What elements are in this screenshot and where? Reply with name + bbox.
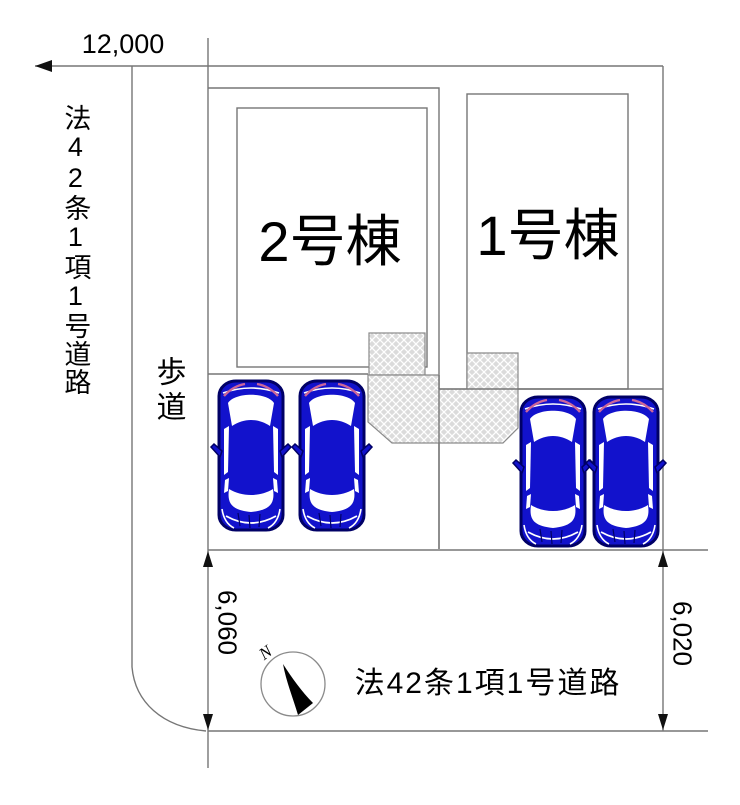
car-icon — [209, 379, 293, 532]
compass-needle-icon — [283, 664, 313, 715]
building-2-label: 2号棟 — [258, 210, 402, 273]
building-2-outline — [236, 107, 428, 368]
left-road-label: 法42条1項1号道路 — [60, 104, 91, 396]
porch-2-hatch-area — [368, 332, 426, 376]
compass — [260, 651, 326, 717]
top-dimension-label: 12,000 — [81, 29, 165, 59]
car-icon — [290, 379, 374, 532]
sidewalk-label: 歩道 — [151, 356, 185, 426]
dimension-arrows — [203, 551, 668, 730]
dimension-arrow-left-icon — [35, 60, 52, 72]
building-1-label: 1号棟 — [476, 204, 620, 267]
right-depth-dimension-label: 6,020 — [667, 600, 698, 667]
left-depth-dimension-label: 6,060 — [212, 589, 243, 656]
road-left-edge-line — [131, 66, 207, 732]
car-icon — [584, 395, 668, 548]
car-icon — [511, 395, 595, 548]
building-1-outline — [466, 93, 629, 390]
bottom-road-label: 法42条1項1号道路 — [354, 667, 622, 700]
